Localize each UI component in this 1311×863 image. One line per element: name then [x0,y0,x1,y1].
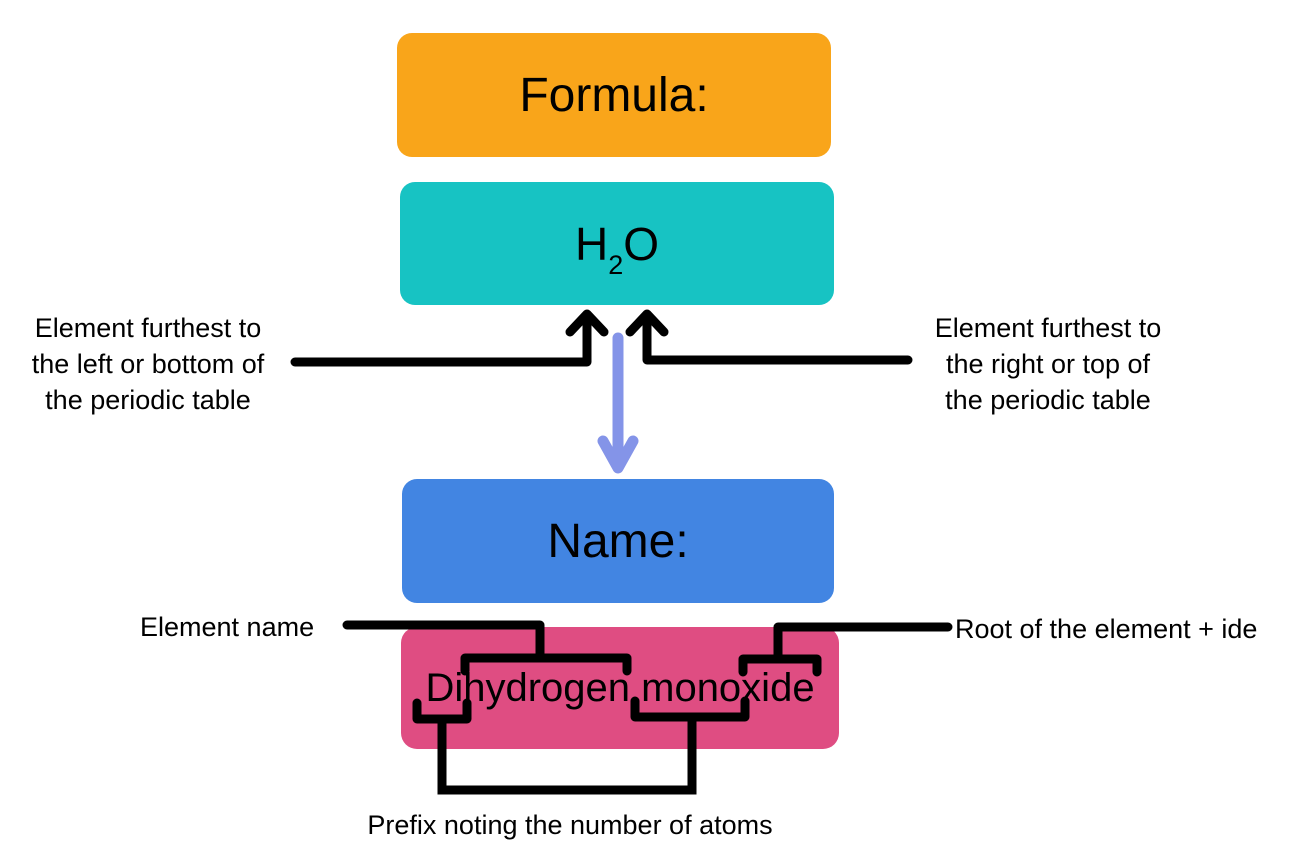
up-arrow-right-icon [625,309,913,365]
annotation-element-right-top: Element furthest to the right or top of … [903,310,1193,418]
name-value-box: Dihydrogen monoxide [401,627,839,749]
annotation-prefix-atoms: Prefix noting the number of atoms [367,810,773,840]
formula-tail: O [623,217,660,270]
annotation-element-left-bottom: Element furthest to the left or bottom o… [6,310,290,418]
annotation-line: the left or bottom of [31,349,265,379]
name-value-label: Dihydrogen monoxide [425,665,815,710]
annotation-line: Element furthest to [934,313,1162,343]
name-box: Name: [402,479,834,603]
annotation-line: Element furthest to [34,313,262,343]
annotation-line: the periodic table [945,385,1151,415]
annotation-root-plus-ide: Root of the element + ide [955,614,1258,644]
up-arrow-left-icon [290,309,609,367]
name-box-label: Name: [547,514,689,568]
formula-box-label: Formula: [519,68,709,122]
formula-box: Formula: [397,33,831,157]
annotation-line: the periodic table [45,385,251,415]
down-arrow-icon [597,332,639,474]
formula-base: H [574,217,609,270]
annotation-line: the right or top of [945,349,1151,379]
formula-subscript: 2 [608,250,624,280]
annotation-element-name: Element name [140,612,315,642]
